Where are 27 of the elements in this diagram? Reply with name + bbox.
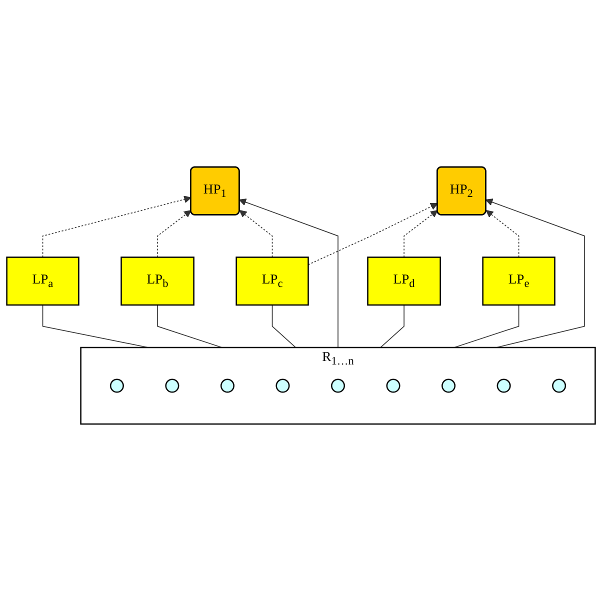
node-circle: [496, 378, 511, 393]
node-box: LP$_{e}$: [482, 256, 556, 306]
arrow: [486, 210, 520, 258]
connector: [454, 304, 520, 348]
node-circle: [330, 378, 346, 393]
connector: [157, 304, 222, 348]
node-circle: [220, 378, 234, 393]
cluster: R$_{1…n}$: [80, 346, 596, 425]
node-circle: [165, 378, 180, 393]
node-circle: [276, 378, 290, 393]
arrow: [308, 203, 438, 266]
arrow: [404, 210, 438, 258]
arrow: [485, 198, 585, 348]
node-box: LP$_{d}$: [367, 256, 441, 306]
node-circle: [442, 378, 456, 393]
arrow: [157, 210, 192, 258]
connector: [272, 304, 296, 348]
node-circle: [552, 378, 566, 393]
node-circle: [110, 378, 124, 393]
arrow: [239, 210, 273, 258]
node-box: LP$_{b}$: [120, 256, 194, 306]
node-box: LP$_{a}$: [6, 256, 80, 306]
node-box: LP$_{c}$: [236, 256, 309, 306]
connector: [380, 304, 404, 348]
arrow: [238, 198, 338, 348]
node-circle: [386, 378, 400, 393]
arrow: [42, 196, 192, 258]
